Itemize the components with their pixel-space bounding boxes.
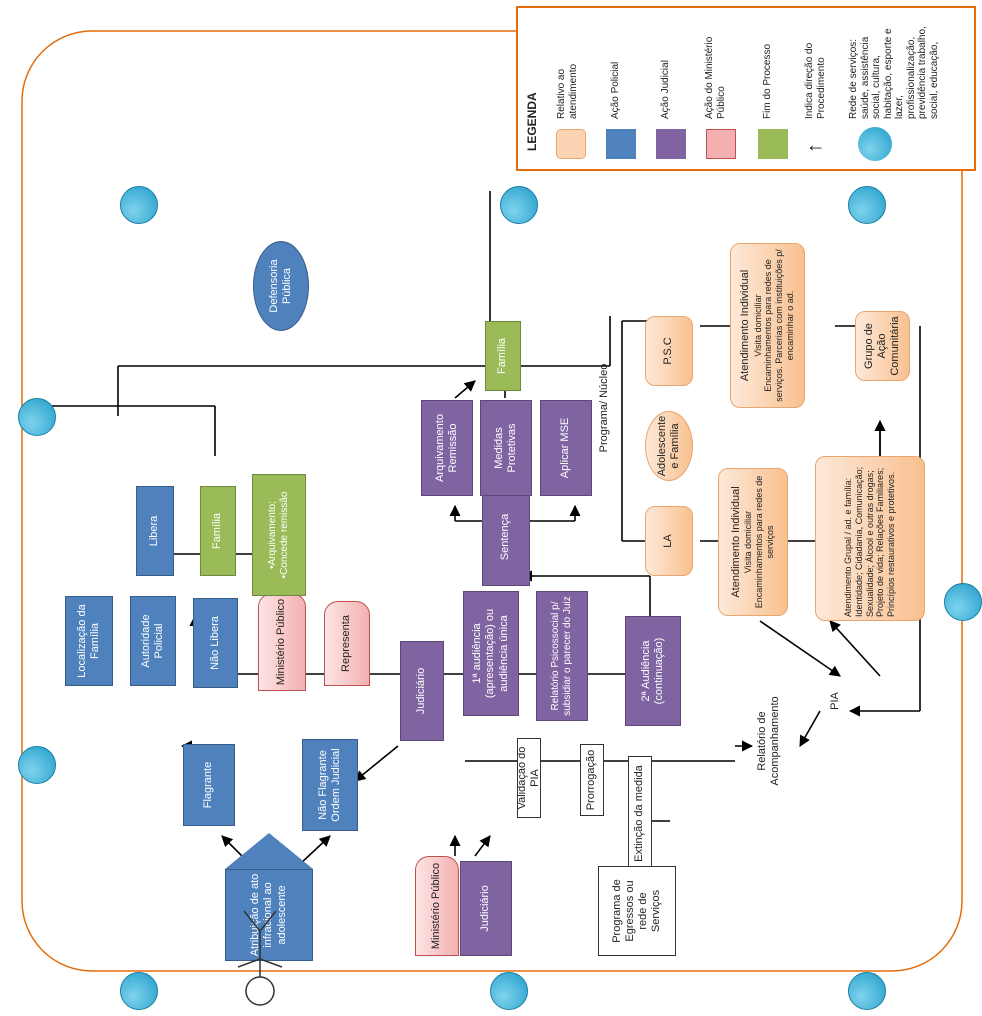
arrow xyxy=(799,710,821,747)
ministerio-publico-2-node: Ministério Público xyxy=(415,856,459,956)
judiciario-2-node: Judiciário xyxy=(460,861,512,956)
arquivamento-end-node: •Arquivamento; •Concede remissão xyxy=(252,474,306,596)
programa-egressos-node: Programa de Egressos ou rede de Serviços xyxy=(598,866,676,956)
arrow xyxy=(299,835,331,865)
programa-nucleo-label: Programa/ Núcleo xyxy=(598,363,611,453)
legend-swatch-orange xyxy=(556,129,586,159)
legend-label-policial: Ação Policial xyxy=(610,61,621,119)
service-network-boundary xyxy=(21,30,963,972)
legend-swatch-pink xyxy=(706,129,736,159)
relatorio-psicossocial-node: Relatório Psicossocial p/ subsidiar o pa… xyxy=(536,591,588,721)
atendimento-la-body: Visita domiciliar Encaminhamentos para r… xyxy=(743,475,775,609)
service-dot xyxy=(944,583,982,621)
legend-title: LEGENDA xyxy=(525,92,539,151)
legend-swatch-purple xyxy=(656,129,686,159)
service-dot xyxy=(18,398,56,436)
legend-box: LEGENDA Relativo ao atendimento Ação Pol… xyxy=(516,6,976,171)
arrow xyxy=(829,620,881,677)
legend-swatch-blue xyxy=(606,129,636,159)
audiencia-1-node: 1ª audiência (apresentação) ou audiência… xyxy=(463,591,519,716)
service-dot xyxy=(848,972,886,1010)
legend-label-judicial: Ação Judicial xyxy=(660,60,671,119)
representa-node: Representa xyxy=(324,601,370,686)
service-dot xyxy=(18,746,56,784)
atendimento-grupal-node: Atendimento Grupal / ad. e família: Iden… xyxy=(815,456,925,621)
atendimento-la-title: Atendimento Individual xyxy=(730,486,743,598)
arrow xyxy=(454,380,476,399)
libera-node: Libera xyxy=(136,486,174,576)
legend-label-atendimento: Relativo ao atendimento xyxy=(556,63,579,119)
atribuicao-arrowhead xyxy=(225,833,313,869)
aplicar-mse-node: Aplicar MSE xyxy=(540,400,592,496)
legend-label-fim: Fim do Processo xyxy=(762,43,773,119)
arrow xyxy=(759,620,841,677)
legend-swatch-green xyxy=(758,129,788,159)
sentenca-node: Sentença xyxy=(482,488,530,586)
extincao-medida-node: Extinção da medida xyxy=(628,756,652,871)
legend-label-direcao: Indica direção do Procedimento xyxy=(804,42,827,119)
atendimento-individual-la-node: Atendimento Individual Visita domiciliar… xyxy=(718,468,788,616)
adolescent-figure-icon xyxy=(237,910,283,1006)
grupo-acao-comunitaria-node: Grupo de Ação Comunitária xyxy=(855,311,910,381)
nao-flagrante-node: Não Flagrante Ordem Judicial xyxy=(302,739,358,831)
defensoria-node: Defensoria Pública xyxy=(253,241,309,331)
legend-label-ministerio: Ação do Ministério Público xyxy=(704,36,727,119)
medidas-protetivas-node: Medidas Protetivas xyxy=(480,400,532,496)
atendimento-psc-title: Atendimento Individual xyxy=(739,269,752,382)
service-dot xyxy=(500,186,538,224)
service-dot xyxy=(490,972,528,1010)
prorrogacao-node: Prorrogação xyxy=(580,744,604,816)
ministerio-publico-node: Ministério Público xyxy=(258,593,306,691)
legend-label-rede: Rede de serviços: saúde, assistência soc… xyxy=(848,26,940,119)
familia-end-node: Família xyxy=(200,486,236,576)
audiencia-2-node: 2ª Audiência (continuação) xyxy=(625,616,681,726)
localizacao-node: Localização da Família xyxy=(65,596,113,686)
service-dot xyxy=(848,186,886,224)
familia-2-node: Família xyxy=(485,321,521,391)
legend-swatch-dot xyxy=(858,127,892,161)
pia-label: PIA xyxy=(829,692,842,710)
autoridade-policial-node: Autoridade Policial xyxy=(130,596,176,686)
la-node: LA xyxy=(645,506,693,576)
legend-arrow-icon: ↑ xyxy=(804,143,826,153)
atendimento-psc-body: Visita domiciliar Encaminhamentos para r… xyxy=(752,249,795,402)
arrow xyxy=(354,745,399,782)
psc-node: P.S.C xyxy=(645,316,693,386)
judiciario-node: Judiciário xyxy=(400,641,444,741)
arrow xyxy=(221,835,251,865)
adolescente-familia-node: Adolescente e Família xyxy=(645,411,693,481)
atendimento-individual-psc-node: Atendimento Individual Visita domiciliar… xyxy=(730,243,805,408)
validacao-pia-node: Validação do PIA xyxy=(517,738,541,818)
nao-libera-node: Não Libera xyxy=(193,598,238,688)
relatorio-acompanhamento-label: Relatório de Acompanhamento xyxy=(755,696,781,786)
arquivamento-remissao-node: Arquivamento Remissão xyxy=(421,400,473,496)
arrow xyxy=(474,835,491,857)
service-dot xyxy=(120,186,158,224)
service-dot xyxy=(120,972,158,1010)
flagrante-node: Flagrante xyxy=(183,744,235,826)
